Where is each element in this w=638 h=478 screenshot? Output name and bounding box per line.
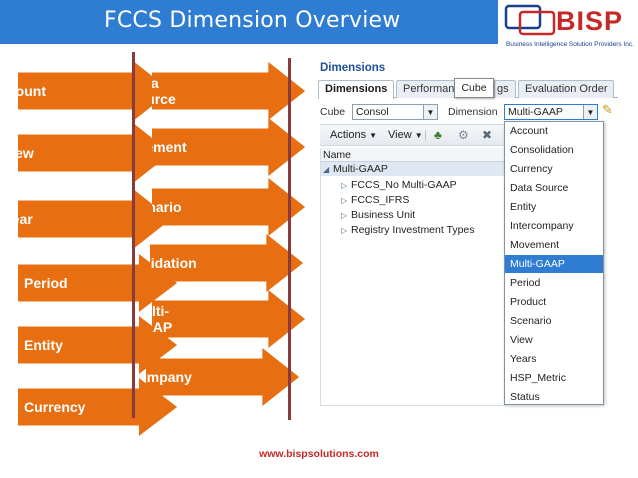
actions-label: Actions	[330, 129, 367, 141]
dimension-dropdown-list: Account Consolidation Currency Data Sour…	[504, 121, 604, 405]
dropdown-option[interactable]: Data Source	[510, 182, 569, 194]
chevron-down-icon: ▼	[369, 131, 378, 140]
tree-row[interactable]: ▷Business Unit	[321, 208, 507, 222]
expand-icon[interactable]: ▷	[341, 226, 348, 235]
dimension-value: Multi-GAAP	[508, 106, 563, 118]
tree-row[interactable]: ▷FCCS_No Multi-GAAP	[321, 178, 507, 192]
arrow-year: Year	[18, 190, 172, 248]
arrow-label: Account	[0, 83, 46, 99]
arrow-label: Period	[24, 275, 68, 291]
add-member-icon[interactable]: ♣	[434, 128, 442, 142]
arrow-movement: Movement	[152, 118, 306, 176]
logo-subtitle: Business Intelligence Solution Providers…	[506, 41, 634, 48]
dropdown-option[interactable]: Status	[510, 391, 540, 403]
arrow-label: Intercompany	[100, 369, 192, 385]
tab-settings[interactable]: gs	[494, 80, 516, 98]
row-label: Multi-GAAP	[333, 163, 388, 175]
toolbar-separator: |	[424, 129, 427, 141]
arrow-label: View	[2, 145, 34, 161]
dropdown-option-selected[interactable]: Multi-GAAP	[505, 255, 603, 273]
collapse-icon[interactable]: ◢	[323, 165, 330, 174]
arrow-label: Data Source	[128, 75, 176, 107]
dimension-label: Dimension	[448, 106, 498, 118]
dropdown-option[interactable]: View	[510, 334, 533, 346]
tab-dimensions[interactable]: Dimensions	[318, 80, 394, 99]
tree-row[interactable]: ◢Multi-GAAP	[321, 162, 507, 176]
row-label: FCCS_No Multi-GAAP	[351, 179, 457, 191]
chevron-down-icon: ▼	[414, 131, 423, 140]
view-menu[interactable]: View ▼	[388, 129, 423, 141]
panel-title: Dimensions	[320, 62, 386, 74]
dropdown-option[interactable]: Account	[510, 125, 548, 137]
footer-url[interactable]: www.bispsolutions.com	[259, 448, 379, 460]
cube-tooltip: Cube	[454, 78, 494, 98]
arrow-multi-gaap: Multi-GAAP	[152, 290, 306, 348]
dropdown-option[interactable]: Consolidation	[510, 144, 574, 156]
logo-text: BISP	[556, 6, 624, 36]
title-bar: FCCS Dimension Overview	[0, 0, 498, 44]
row-label: Registry Investment Types	[351, 224, 475, 236]
arrow-intercompany: Intercompany	[146, 348, 300, 406]
dropdown-option[interactable]: Product	[510, 296, 547, 308]
dropdown-option[interactable]: Entity	[510, 201, 537, 213]
page-title: FCCS Dimension Overview	[104, 8, 401, 33]
dropdown-option[interactable]: Years	[510, 353, 537, 365]
bisp-logo	[504, 4, 556, 36]
cut-icon[interactable]: ✖	[482, 128, 493, 142]
arrow-label: Multi-GAAP	[131, 303, 173, 335]
expand-icon[interactable]: ▷	[341, 196, 348, 205]
arrow-label: Entity	[24, 337, 63, 353]
grid-toolbar: Actions ▼ View ▼ | ♣ ⚙ ✖	[320, 124, 506, 146]
chevron-down-icon[interactable]: ▼	[583, 105, 597, 119]
edit-pencil-icon[interactable]: ✎	[602, 102, 613, 117]
arrow-scenario: Scenario	[152, 178, 306, 236]
expand-icon[interactable]: ▷	[341, 211, 348, 220]
dropdown-option[interactable]: Movement	[510, 239, 560, 251]
dropdown-option[interactable]: Scenario	[510, 315, 552, 327]
chevron-down-icon[interactable]: ▼	[423, 105, 437, 119]
tab-evaluation-order[interactable]: Evaluation Order	[518, 80, 614, 98]
view-label: View	[388, 129, 412, 141]
dropdown-option[interactable]: Period	[510, 277, 541, 289]
arrow-label: Year	[3, 211, 33, 227]
dropdown-option[interactable]: HSP_Metric	[510, 372, 567, 384]
arrow-data-source: Data Source	[152, 62, 306, 120]
cube-select[interactable]: Consol ▼	[352, 104, 438, 120]
arrow-view: View	[18, 124, 172, 182]
row-label: FCCS_IFRS	[351, 194, 410, 206]
expand-icon[interactable]: ▷	[341, 181, 348, 190]
arrow-label: Consolidation	[103, 255, 197, 271]
tree-row[interactable]: ▷FCCS_IFRS	[321, 193, 507, 207]
column-divider	[288, 58, 291, 420]
cube-value: Consol	[356, 106, 389, 118]
actions-menu[interactable]: Actions ▼	[330, 129, 377, 141]
dropdown-option[interactable]: Currency	[510, 163, 553, 175]
dimensions-panel: Dimensions Dimensions Performan gs Evalu…	[316, 58, 618, 408]
column-divider	[132, 52, 135, 418]
arrow-label: Scenario	[122, 199, 182, 215]
row-label: Business Unit	[351, 209, 416, 221]
name-column-header[interactable]: Name	[321, 148, 505, 162]
arrow-account: Account	[18, 62, 172, 120]
arrow-label: Currency	[24, 399, 86, 415]
cube-label: Cube	[320, 106, 346, 118]
tree-row[interactable]: ▷Registry Investment Types	[321, 223, 507, 237]
member-grid: Name ◢Multi-GAAP ▷FCCS_No Multi-GAAP ▷FC…	[320, 148, 507, 406]
arrow-label: Movement	[117, 139, 187, 155]
tab-performance[interactable]: Performan	[396, 80, 458, 98]
dropdown-option[interactable]: Intercompany	[510, 220, 574, 232]
dimension-select[interactable]: Multi-GAAP ▼	[504, 104, 598, 120]
copy-member-icon[interactable]: ⚙	[458, 128, 469, 142]
